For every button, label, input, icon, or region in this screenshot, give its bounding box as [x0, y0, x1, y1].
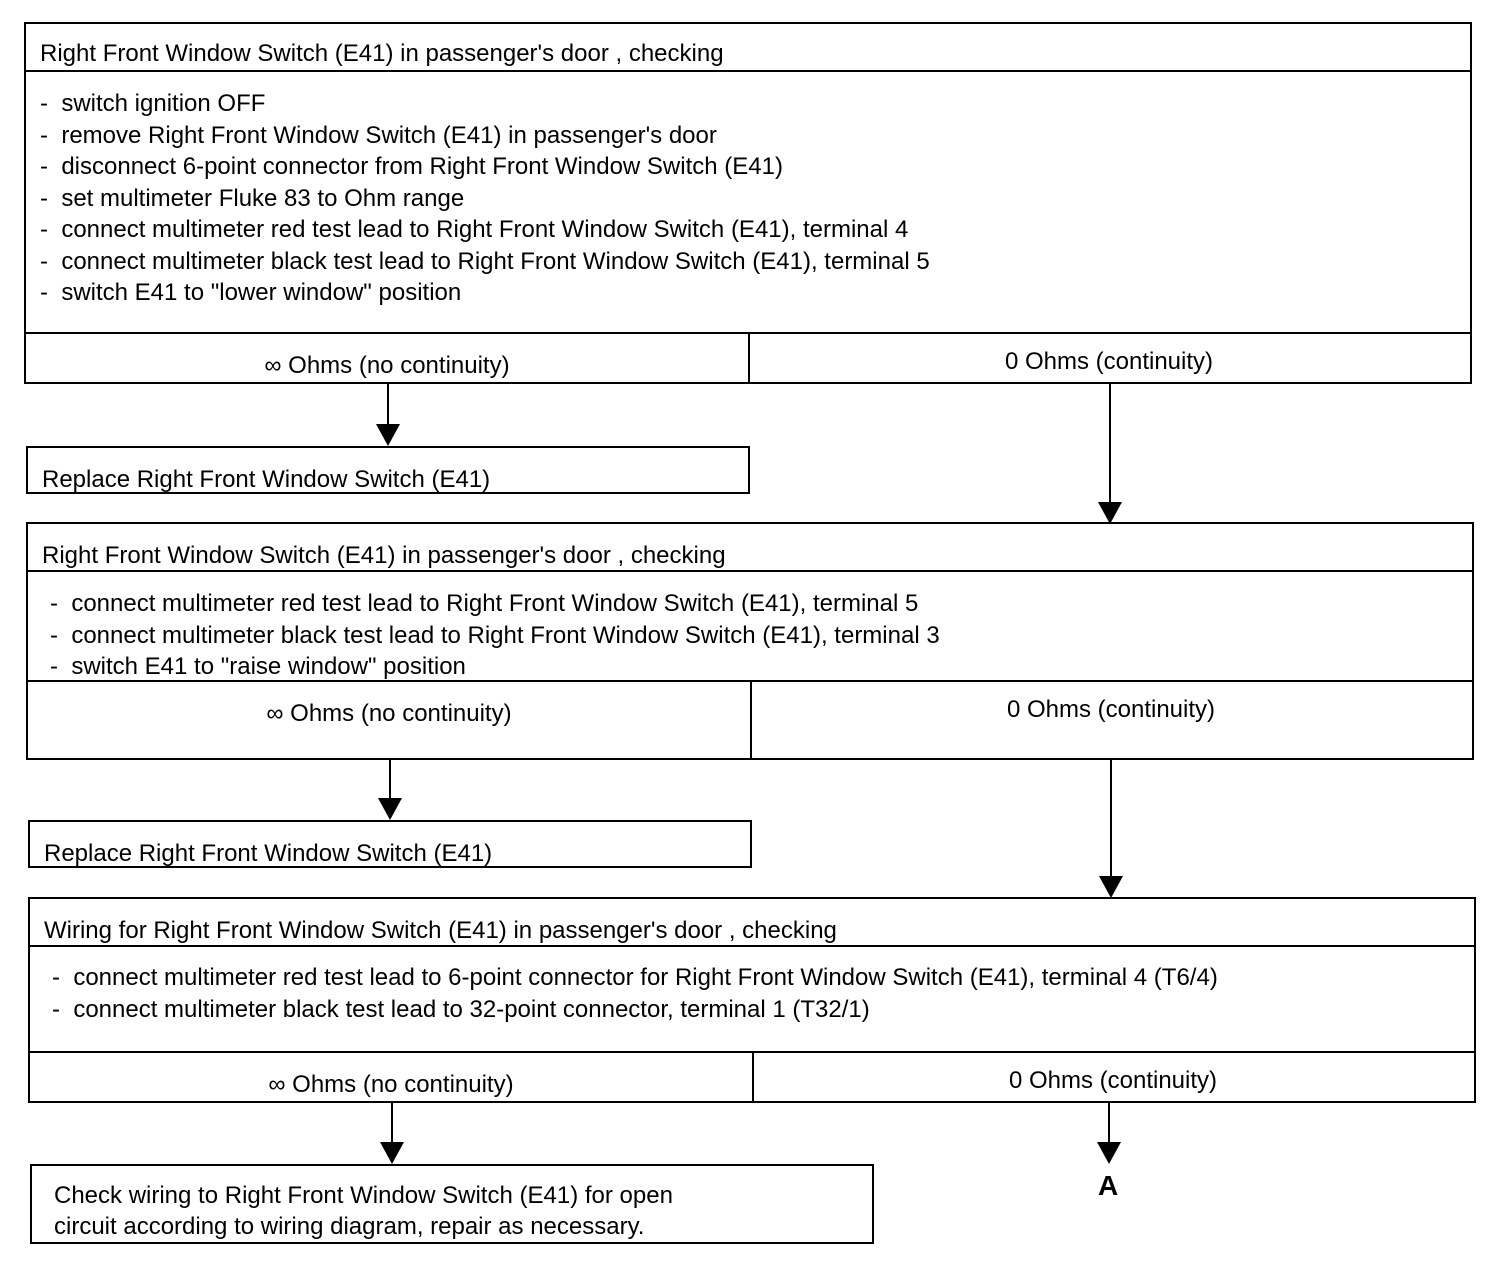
- check-1-step: connect multimeter black test lead to Ri…: [40, 246, 1470, 278]
- check-1-step: remove Right Front Window Switch (E41) i…: [40, 120, 1470, 152]
- check-2-result-no-continuity: ∞ Ohms (no continuity): [28, 682, 752, 758]
- check-2-step: switch E41 to "raise window" position: [50, 651, 1472, 683]
- check-1-step: set multimeter Fluke 83 to Ohm range: [40, 183, 1470, 215]
- connector-line: [387, 384, 389, 426]
- check-2-results: ∞ Ohms (no continuity) 0 Ohms (continuit…: [28, 680, 1472, 758]
- action-replace-switch-2: Replace Right Front Window Switch (E41): [28, 820, 752, 868]
- check-1-box: Right Front Window Switch (E41) in passe…: [24, 22, 1472, 384]
- check-3-results: ∞ Ohms (no continuity) 0 Ohms (continuit…: [30, 1051, 1474, 1101]
- check-1-step: switch E41 to "lower window" position: [40, 277, 1470, 309]
- action-check-wiring-line: Check wiring to Right Front Window Switc…: [54, 1182, 673, 1209]
- check-1-title: Right Front Window Switch (E41) in passe…: [26, 24, 1470, 72]
- check-3-result-continuity: 0 Ohms (continuity): [1008, 1067, 1218, 1094]
- check-2-step: connect multimeter red test lead to Righ…: [50, 588, 1472, 620]
- action-check-wiring: Check wiring to Right Front Window Switc…: [30, 1164, 874, 1244]
- check-1-step: disconnect 6-point connector from Right …: [40, 151, 1470, 183]
- arrowhead: [1099, 876, 1123, 898]
- check-2-box: Right Front Window Switch (E41) in passe…: [26, 522, 1474, 760]
- connector-line: [389, 760, 391, 800]
- arrowhead: [1097, 1142, 1121, 1164]
- check-3-box: Wiring for Right Front Window Switch (E4…: [28, 897, 1476, 1103]
- check-1-steps: switch ignition OFF remove Right Front W…: [26, 88, 1470, 309]
- check-2-result-continuity: 0 Ohms (continuity): [1006, 696, 1216, 723]
- check-1-result-no-continuity: ∞ Ohms (no continuity): [26, 334, 750, 382]
- check-3-step: connect multimeter red test lead to 6-po…: [52, 962, 1474, 994]
- arrowhead: [378, 798, 402, 820]
- check-1-step: switch ignition OFF: [40, 88, 1470, 120]
- arrowhead: [380, 1142, 404, 1164]
- check-1-results: ∞ Ohms (no continuity) 0 Ohms (continuit…: [26, 332, 1470, 382]
- check-3-steps: connect multimeter red test lead to 6-po…: [30, 962, 1474, 1025]
- check-3-title: Wiring for Right Front Window Switch (E4…: [30, 899, 1474, 947]
- connector-line: [1109, 384, 1111, 502]
- check-1-result-continuity: 0 Ohms (continuity): [1004, 348, 1214, 375]
- check-2-step: connect multimeter black test lead to Ri…: [50, 620, 1472, 652]
- continue-label: A: [1098, 1170, 1119, 1201]
- arrowhead: [1098, 502, 1122, 524]
- connector-line: [1108, 1103, 1110, 1143]
- check-3-step: connect multimeter black test lead to 32…: [52, 994, 1474, 1026]
- connector-line: [391, 1103, 393, 1143]
- check-2-title: Right Front Window Switch (E41) in passe…: [28, 524, 1472, 572]
- action-check-wiring-line: circuit according to wiring diagram, rep…: [54, 1213, 645, 1240]
- action-replace-switch-1: Replace Right Front Window Switch (E41): [26, 446, 750, 494]
- check-1-step: connect multimeter red test lead to Righ…: [40, 214, 1470, 246]
- check-3-result-no-continuity: ∞ Ohms (no continuity): [30, 1053, 754, 1101]
- connector-line: [1110, 760, 1112, 878]
- check-2-steps: connect multimeter red test lead to Righ…: [28, 588, 1472, 683]
- arrowhead: [376, 424, 400, 446]
